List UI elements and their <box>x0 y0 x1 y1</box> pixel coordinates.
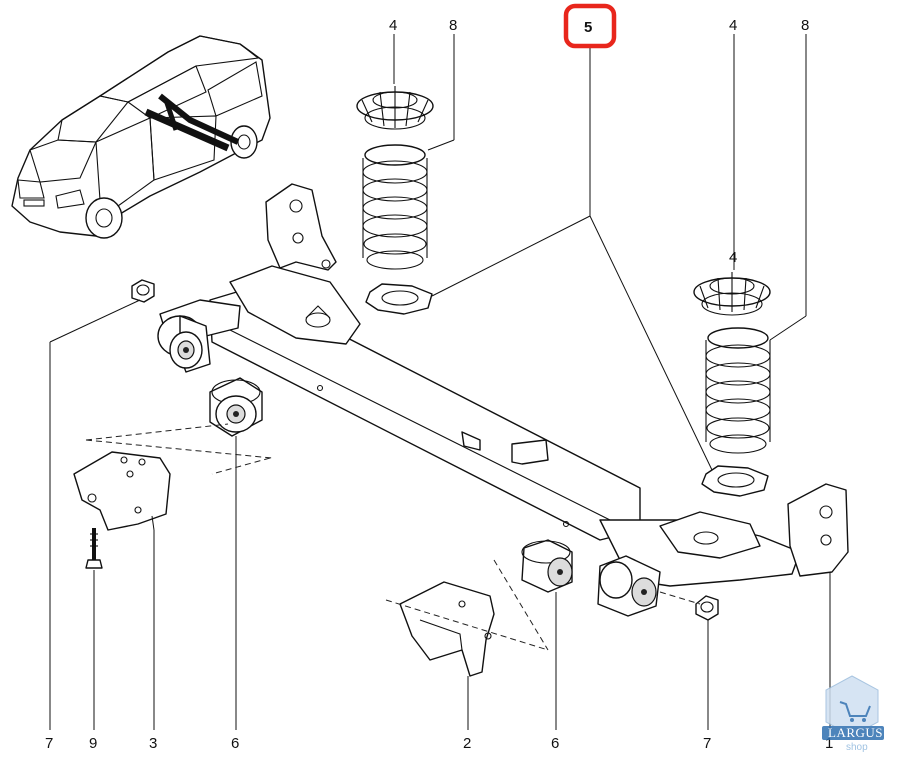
label-2-bottom: 2 <box>463 735 471 752</box>
assembly-dashed-lines <box>85 423 701 651</box>
coil-spring-left <box>362 144 428 270</box>
lower-spring-seat-left <box>365 283 433 315</box>
bolt-9 <box>85 528 103 569</box>
nut-right <box>695 595 719 621</box>
label-9-bottom: 9 <box>89 735 97 752</box>
label-1-right: 1 <box>825 735 833 752</box>
nut-left <box>131 279 155 303</box>
upper-spring-seat-left <box>356 86 434 130</box>
label-7-bottom-left: 7 <box>45 735 53 752</box>
label-4-right: 4 <box>729 249 737 266</box>
label-8-top-left: 8 <box>449 17 457 34</box>
cart-icon <box>839 701 871 717</box>
coil-spring-right <box>705 327 771 454</box>
label-3-bottom: 3 <box>149 735 157 752</box>
label-4-top-left: 4 <box>389 17 397 34</box>
watermark-brand: LARGUS <box>828 725 883 740</box>
watermark-sub: shop <box>846 742 868 752</box>
label-6-bottom-left: 6 <box>231 735 239 752</box>
label-7-bottom-right: 7 <box>703 735 711 752</box>
bushing-left-loose <box>209 377 263 437</box>
label-6-bottom-right: 6 <box>551 735 559 752</box>
bushing-right-installed <box>597 555 661 617</box>
body-bracket-right <box>399 581 495 677</box>
largus-shop-watermark: LARGUS shop <box>822 675 884 753</box>
part-number-labels: 4 8 5 4 8 4 7 9 3 6 2 6 7 1 <box>45 3 833 752</box>
body-bracket-left <box>73 451 171 531</box>
label-4-top-right: 4 <box>729 17 737 34</box>
leader-lines <box>49 34 831 730</box>
highlight-box-5 <box>563 3 617 49</box>
bushing-right-loose <box>521 539 573 593</box>
bushing-left-installed <box>157 315 211 373</box>
upper-spring-seat-right <box>693 272 771 316</box>
label-5-top: 5 <box>584 19 592 36</box>
lower-spring-seat-right <box>701 465 769 497</box>
car-illustration <box>11 35 271 239</box>
label-8-top-right: 8 <box>801 17 809 34</box>
